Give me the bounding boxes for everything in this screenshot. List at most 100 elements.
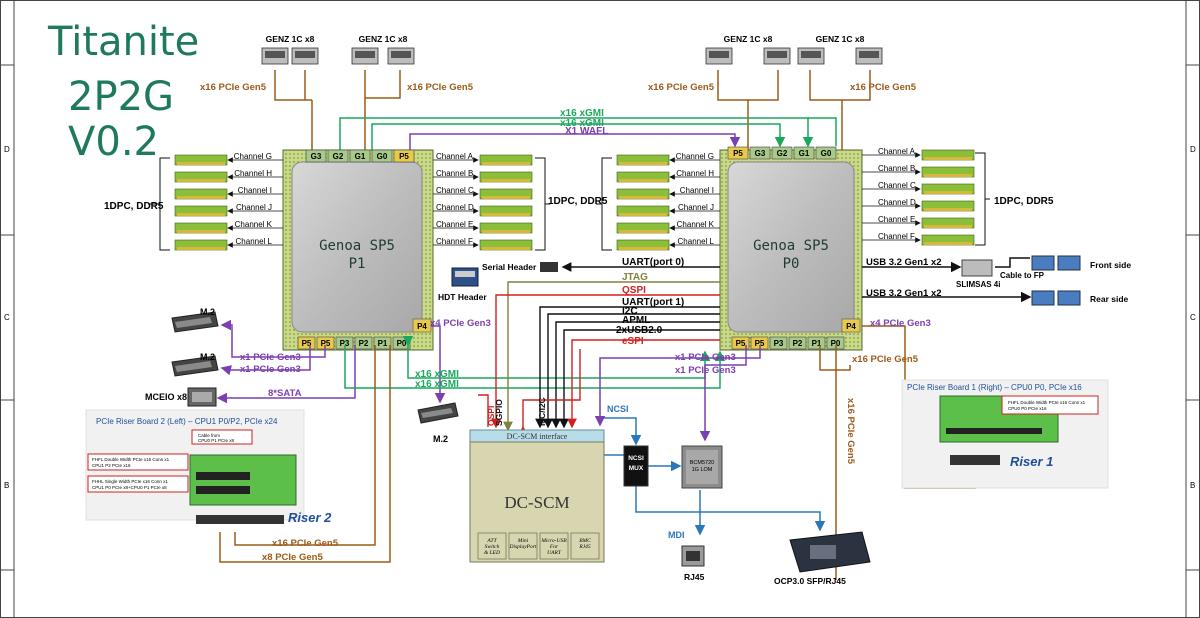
xgmi-label: x16 xGMI <box>415 369 459 380</box>
cpu0-x4-label: x4 PCIe Gen3 <box>870 318 931 329</box>
dimm-channel-label: Channel E <box>436 220 473 229</box>
genz-link-label: x16 PCIe Gen5 <box>407 82 474 93</box>
cpu1-port-p5 <box>393 149 415 163</box>
cpu0-p4-label: P4 <box>846 322 856 331</box>
riser2-name: Riser 2 <box>288 510 332 525</box>
genz-connector-icon <box>261 47 289 65</box>
cpu0-port-g2 <box>771 146 793 160</box>
cpu0-port-label: P2 <box>793 339 803 348</box>
cpu0-port-label: P1 <box>812 339 822 348</box>
dimm-module: Channel G <box>174 152 283 166</box>
apml-label: APML <box>622 315 650 326</box>
rj45-label: RJ45 <box>684 572 705 582</box>
cpu1-port-label: P5 <box>399 152 409 161</box>
genz-link-label: x16 PCIe Gen5 <box>648 82 715 93</box>
genz-label: GENZ 1C x8 <box>359 34 408 44</box>
cpu0-port-label: G1 <box>799 149 810 158</box>
hdt-header: HDT Header <box>438 267 487 302</box>
cpu1-port-label: P2 <box>359 339 369 348</box>
cpu0-port-p5 <box>731 336 750 350</box>
lom-phy-chip: BCM5720 1G LOM <box>681 445 723 489</box>
dimm-config-label: 1DPC, DDR5 <box>104 201 164 212</box>
qspi-label: QSPI <box>622 285 646 296</box>
xgmi-label: x16 xGMI <box>560 108 604 119</box>
dimm-brackets <box>148 152 990 251</box>
dcscm-port <box>539 532 569 560</box>
ncsi-label: NCSI <box>607 404 629 414</box>
cpu0-port-g0 <box>815 146 837 160</box>
cpu1-port-p1 <box>373 336 392 350</box>
dimm-channel-label: Channel A <box>436 152 474 161</box>
riser2-note1: FHFL Double Width PCIe x16 Conn x1 <box>92 457 170 462</box>
cpu0-x16-vertical-label: x16 PCIe Gen5 <box>845 398 856 465</box>
dimm-channel-label: Channel H <box>676 169 714 178</box>
genz-label: GENZ 1C x8 <box>724 34 773 44</box>
dimm-config-label: 1DPC, DDR5 <box>548 196 608 207</box>
dimm-module: Channel L <box>174 237 283 251</box>
mceio-connector: MCEIO x8 <box>145 387 217 407</box>
dimm-channel-label: Channel D <box>436 203 474 212</box>
genz-connector-icon <box>763 47 791 65</box>
serial-header: Serial Header <box>482 262 558 272</box>
cpu1-port-label: P1 <box>378 339 388 348</box>
riser2-x8-label: x8 PCIe Gen5 <box>262 552 323 563</box>
dimm-channel-label: Channel K <box>235 220 273 229</box>
dimm-module: Channel D <box>862 198 975 212</box>
dimm-channel-label: Channel K <box>677 220 715 229</box>
cpu0-port-label: G0 <box>821 149 832 158</box>
row-mark-right: D <box>1190 145 1196 154</box>
riser2-heading: PCIe Riser Board 2 (Left) – CPU1 P0/P2, … <box>96 417 278 426</box>
row-mark-right: B <box>1190 481 1195 490</box>
cpu1-x1-label: x1 PCIe Gen3 <box>240 352 301 363</box>
dimm-channel-label: Channel J <box>678 203 714 212</box>
genz-label: GENZ 1C x8 <box>816 34 865 44</box>
row-mark-right: C <box>1190 313 1196 322</box>
cpu1-port-label: P5 <box>302 339 312 348</box>
dimm-channel-label: Channel L <box>678 237 715 246</box>
cpu1-port-p2 <box>354 336 373 350</box>
board-model: 2P2G <box>68 74 174 120</box>
dimm-module: Channel G <box>616 152 720 166</box>
wafl-label: X1 WAFL <box>565 126 608 137</box>
cpu0-x1-label: x1 PCIe Gen3 <box>675 352 736 363</box>
riser2-x16-label: x16 PCIe Gen5 <box>272 538 339 549</box>
dimm-module: Channel K <box>616 220 720 234</box>
cpu0-socket: Genoa SP5 P0 <box>719 149 863 351</box>
dcscm-port <box>477 532 507 560</box>
riser1-heading: PCIe Riser Board 1 (Right) – CPU0 P0, PC… <box>907 383 1082 392</box>
cpu1-port-label: G1 <box>355 152 366 161</box>
m2-label: M.2 <box>200 307 215 317</box>
row-mark-left: D <box>4 145 10 154</box>
genz-link-label: x16 PCIe Gen5 <box>200 82 267 93</box>
dimm-channel-label: Channel B <box>878 164 915 173</box>
cpu0-port-label: P5 <box>755 339 765 348</box>
dimm-channel-label: Channel B <box>436 169 473 178</box>
dimm-module: Channel H <box>174 169 283 183</box>
riser2-note2: FHHL Single Width PCIe x16 Conn x1 <box>92 479 168 484</box>
mux-line: NCSI <box>628 455 644 462</box>
cpu1-port-g1 <box>349 149 371 163</box>
dimm-channel-label: Channel C <box>436 186 474 195</box>
jtag-label: JTAG <box>622 272 648 283</box>
cpu1-port-label: G2 <box>333 152 344 161</box>
cpu0-port-p2 <box>788 336 807 350</box>
cpu1-port-label: P0 <box>397 339 407 348</box>
slimsas-connector: SLIMSAS 4i <box>956 259 1000 289</box>
cpu1-p4-label: P4 <box>417 322 427 331</box>
network-links <box>604 417 826 536</box>
row-mark-left: C <box>4 313 10 322</box>
m2-label: M.2 <box>433 434 448 444</box>
cpu0-port-label: G3 <box>755 149 766 158</box>
cpu1-port-label: G0 <box>377 152 388 161</box>
dimm-channel-label: Channel A <box>878 147 916 156</box>
dimm-channel-label: Channel E <box>878 215 915 224</box>
riser1-note: CPU0 P0 PCIe x16 <box>1008 406 1047 411</box>
m2-slot-3: M.2 <box>417 402 459 444</box>
genz-connector-icon <box>351 47 379 65</box>
riser2-note1: CPU1 P2 PCIe x16 <box>92 463 131 468</box>
dimm-module: Channel C <box>862 181 975 195</box>
